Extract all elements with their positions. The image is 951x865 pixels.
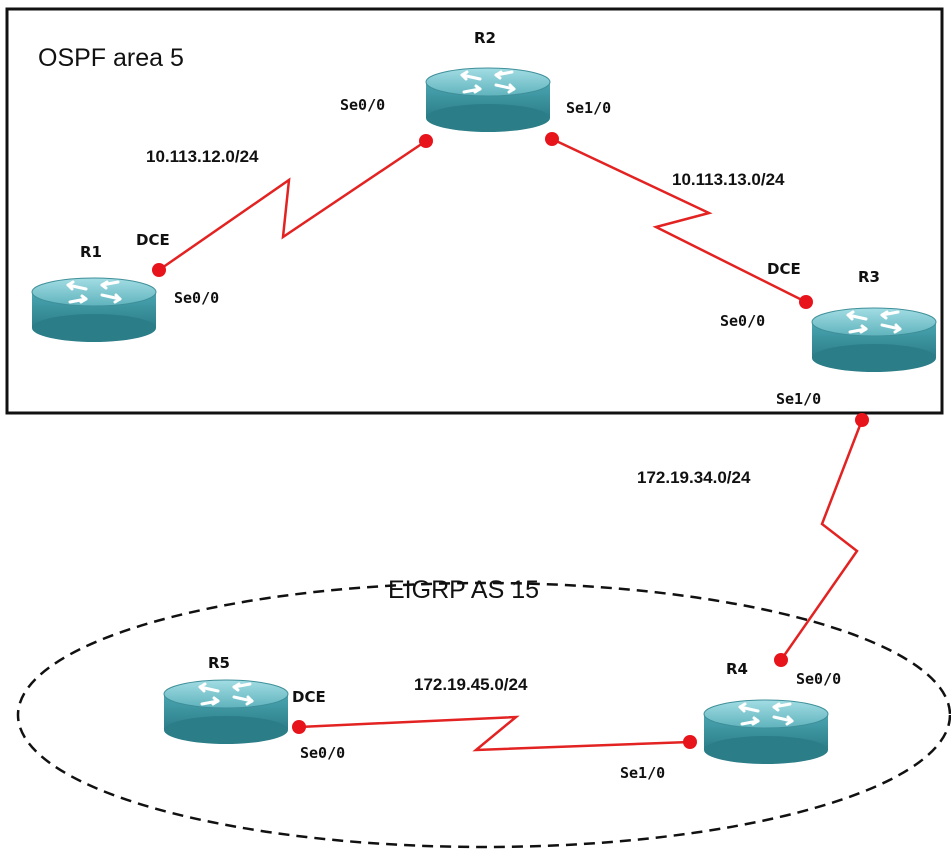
dce-label-r5: DCE	[292, 688, 326, 706]
port-r2-se1-0[interactable]	[545, 132, 559, 146]
iface-label-r2-se0-0: Se0/0	[340, 96, 385, 114]
router-r5-label: R5	[208, 654, 230, 672]
port-r3-se1-0[interactable]	[855, 413, 869, 427]
iface-label-r5-se0-0: Se0/0	[300, 744, 345, 762]
router-r4-label: R4	[726, 660, 748, 678]
router-r3-label: R3	[858, 268, 880, 286]
network-label-r1-r2: 10.113.12.0/24	[146, 147, 259, 166]
serial-link-r1-r2[interactable]	[158, 139, 427, 272]
dce-label-r3: DCE	[767, 260, 801, 278]
port-r4-se1-0[interactable]	[683, 735, 697, 749]
ospf-area-title: OSPF area 5	[38, 44, 184, 72]
iface-label-r2-se1-0: Se1/0	[566, 99, 611, 117]
router-r5[interactable]	[162, 678, 290, 746]
eigrp-area-title: EIGRP AS 15	[388, 576, 539, 604]
dce-label-r1: DCE	[136, 231, 170, 249]
network-label-r3-r4: 172.19.34.0/24	[637, 468, 751, 487]
router-r1-label: R1	[80, 243, 102, 261]
router-r1[interactable]	[30, 276, 158, 344]
router-icon	[702, 698, 830, 766]
serial-link-r3-r4[interactable]	[779, 419, 864, 661]
port-r4-se0-0[interactable]	[774, 653, 788, 667]
iface-label-r3-se1-0: Se1/0	[776, 390, 821, 408]
network-label-r2-r3: 10.113.13.0/24	[672, 170, 785, 189]
port-r2-se0-0[interactable]	[419, 134, 433, 148]
router-r4[interactable]	[702, 698, 830, 766]
router-icon	[424, 66, 552, 134]
ospf-area-border	[5, 7, 944, 415]
router-icon	[162, 678, 290, 746]
network-label-r4-r5: 172.19.45.0/24	[414, 675, 528, 694]
router-icon	[30, 276, 158, 344]
router-icon	[810, 306, 938, 374]
router-r3[interactable]	[810, 306, 938, 374]
iface-label-r4-se0-0: Se0/0	[796, 670, 841, 688]
port-r3-se0-0[interactable]	[799, 295, 813, 309]
serial-link-r4-r5[interactable]	[298, 715, 691, 752]
port-r1-se0-0[interactable]	[152, 263, 166, 277]
iface-label-r4-se1-0: Se1/0	[620, 764, 665, 782]
router-r2-label: R2	[474, 29, 496, 47]
port-r5-se0-0[interactable]	[292, 720, 306, 734]
eigrp-area-border	[16, 581, 951, 849]
iface-label-r3-se0-0: Se0/0	[720, 312, 765, 330]
serial-link-r2-r3[interactable]	[551, 137, 807, 304]
router-r2[interactable]	[424, 66, 552, 134]
iface-label-r1-se0-0: Se0/0	[174, 289, 219, 307]
